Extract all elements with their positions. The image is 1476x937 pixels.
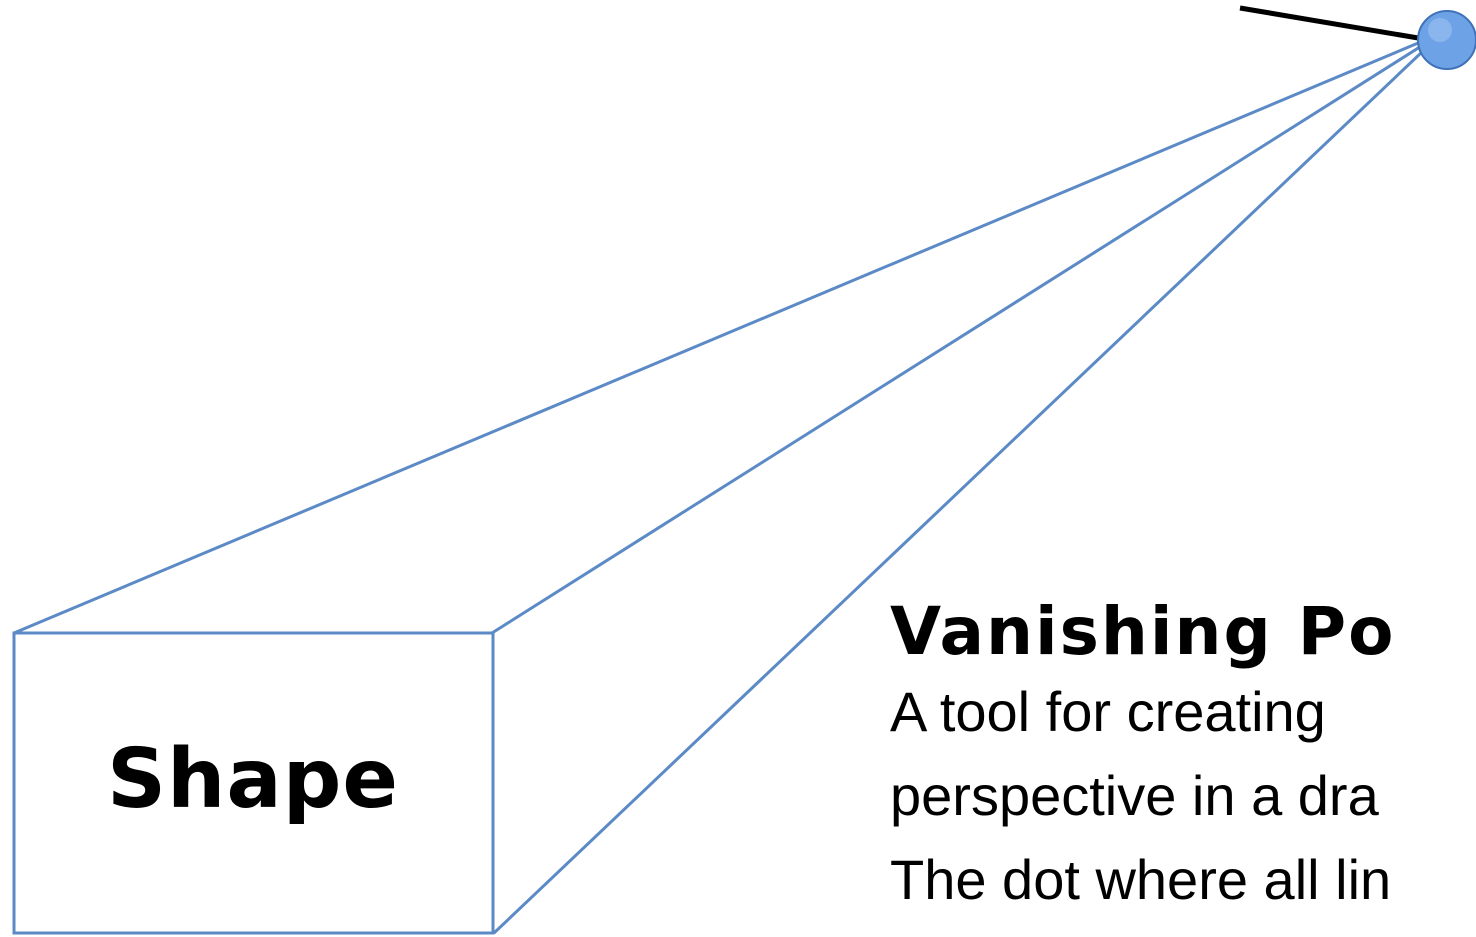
shape-front-face xyxy=(12,631,495,935)
description-line: The dot where all lin xyxy=(890,848,1392,911)
pointer-line xyxy=(1239,5,1431,43)
perspective-line-bottom-right xyxy=(492,31,1444,935)
vanishing-point-title: Vanishing Po xyxy=(890,593,1396,670)
shape-label: Shape xyxy=(106,732,400,827)
vanishing-point-highlight xyxy=(1428,18,1452,42)
description-line: A tool for creating xyxy=(890,680,1326,743)
description-line: perspective in a dra xyxy=(890,764,1379,827)
perspective-line-top-right xyxy=(491,31,1443,635)
vanishing-point-description: A tool for creating perspective in a dra… xyxy=(890,670,1391,922)
vanishing-point-dot xyxy=(1417,10,1476,70)
perspective-line-top-left xyxy=(13,31,1443,635)
